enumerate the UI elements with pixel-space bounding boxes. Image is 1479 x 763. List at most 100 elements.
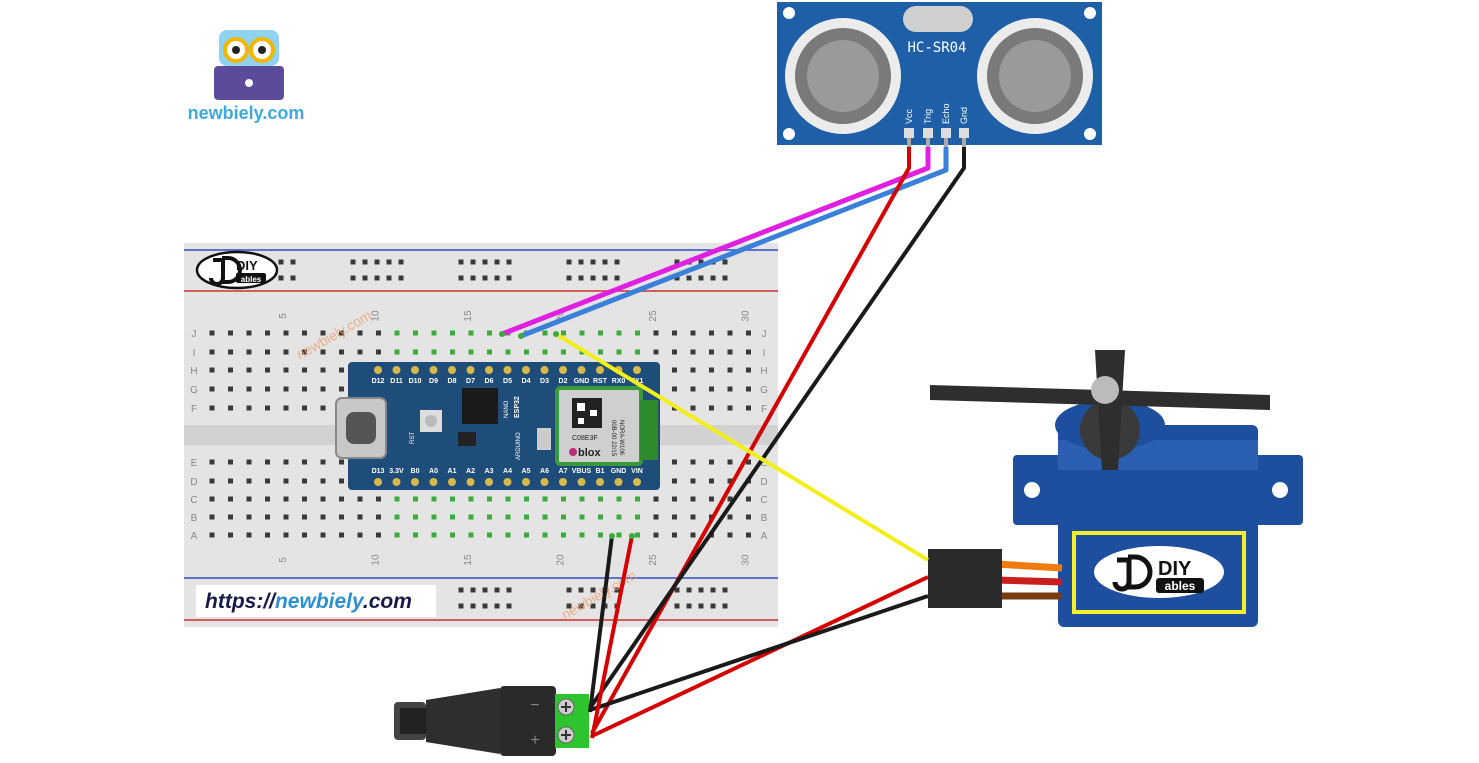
breadboard-hole xyxy=(246,514,252,520)
row-letter: I xyxy=(193,348,196,359)
row-letter: G xyxy=(760,385,768,396)
pin-pad-top xyxy=(633,366,641,374)
rail-hole xyxy=(578,259,584,265)
breadboard-hole xyxy=(690,496,696,502)
breadboard-hole xyxy=(339,349,344,355)
wire-signal xyxy=(554,332,930,562)
breadboard-hole xyxy=(524,532,529,538)
rail-hole xyxy=(506,587,512,593)
breadboard-hole xyxy=(635,514,640,520)
breadboard-hole xyxy=(357,514,363,520)
breadboard-hole xyxy=(635,330,640,336)
breadboard-hole xyxy=(487,349,492,355)
breadboard-hole xyxy=(524,349,529,355)
column-number: 30 xyxy=(741,554,752,566)
wire-vcc xyxy=(590,147,911,734)
breadboard-hole xyxy=(690,367,696,373)
breadboard-hole xyxy=(283,367,289,373)
breadboard-hole xyxy=(283,514,289,520)
breadboard-hole xyxy=(302,330,307,336)
rail-hole xyxy=(470,587,476,593)
breadboard-hole xyxy=(690,405,696,411)
breadboard-hole xyxy=(246,367,252,373)
breadboard-hole xyxy=(468,496,474,502)
module-code: C08E3F xyxy=(572,435,598,442)
breadboard-hole xyxy=(690,330,696,336)
breadboard-hole xyxy=(450,496,455,502)
rail-hole xyxy=(290,275,296,281)
breadboard-hole xyxy=(246,478,252,484)
pin-pad-bottom xyxy=(577,478,586,486)
breadboard-hole xyxy=(616,496,622,502)
pin-label-top: D5 xyxy=(503,378,512,385)
breadboard-hole xyxy=(635,496,640,502)
pin-pad-bottom xyxy=(374,478,382,486)
breadboard-hole xyxy=(283,405,289,411)
breadboard-hole xyxy=(339,478,344,484)
breadboard-hole xyxy=(746,405,751,411)
row-letter: C xyxy=(190,495,197,506)
rail-hole xyxy=(494,259,500,265)
pin-label-bottom: GND xyxy=(611,468,627,475)
breadboard-hole xyxy=(302,496,307,502)
sensor-pin-pad xyxy=(941,128,951,138)
rail-hole xyxy=(494,275,500,281)
rail-hole xyxy=(578,603,584,609)
breadboard-hole xyxy=(598,349,603,355)
rail-hole xyxy=(590,259,596,265)
url-label: https://newbiely.com xyxy=(196,585,436,617)
breadboard-hole xyxy=(727,478,733,484)
breadboard-hole xyxy=(450,330,455,336)
breadboard-hole xyxy=(228,532,233,538)
breadboard-hole xyxy=(505,496,511,502)
breadboard-hole xyxy=(727,405,733,411)
rail-hole xyxy=(602,275,608,281)
breadboard-hole xyxy=(727,330,733,336)
dc-power-jack: − + xyxy=(394,686,589,756)
breadboard-hole xyxy=(468,532,474,538)
breadboard-hole xyxy=(209,386,215,392)
row-letter: A xyxy=(191,531,198,542)
breadboard-hole xyxy=(727,459,733,465)
breadboard-hole xyxy=(283,496,289,502)
row-letter: H xyxy=(190,366,197,377)
rail-hole xyxy=(374,275,380,281)
breadboard-hole xyxy=(579,496,585,502)
pin-pad-bottom xyxy=(596,478,604,486)
breadboard-hole xyxy=(450,349,455,355)
breadboard-hole xyxy=(302,349,307,355)
wire-gnd xyxy=(588,147,966,710)
pin-label-top: RX0 xyxy=(612,378,626,385)
breadboard-hole xyxy=(431,532,437,538)
sensor-pin-label: Vcc xyxy=(904,108,914,124)
breadboard-hole xyxy=(653,514,659,520)
rail-hole xyxy=(686,275,692,281)
pin-label-top: D4 xyxy=(522,378,531,385)
pin-label-bottom: A3 xyxy=(485,468,494,475)
pin-label-top: D7 xyxy=(466,378,475,385)
breadboard-hole xyxy=(653,349,659,355)
breadboard-hole xyxy=(413,532,418,538)
pin-pad-bottom xyxy=(411,478,419,486)
rail-hole xyxy=(506,259,512,265)
breadboard-hole xyxy=(339,496,344,502)
pin-label-top: GND xyxy=(574,378,590,385)
rail-hole xyxy=(698,275,704,281)
breadboard-hole xyxy=(376,496,381,502)
jack-minus: − xyxy=(530,697,539,714)
row-letter: J xyxy=(192,329,197,340)
column-number: 10 xyxy=(371,554,382,566)
rail-hole xyxy=(350,259,356,265)
breadboard-hole xyxy=(746,349,751,355)
breadboard-hole xyxy=(339,459,344,465)
breadboard-hole xyxy=(320,496,326,502)
breadboard-hole xyxy=(690,386,696,392)
rail-hole xyxy=(350,275,356,281)
rail-hole xyxy=(578,587,584,593)
pin-label-bottom: D13 xyxy=(372,468,385,475)
rail-hole xyxy=(506,275,512,281)
breadboard-hole xyxy=(228,367,233,373)
breadboard-hole xyxy=(320,459,326,465)
breadboard-hole xyxy=(320,330,326,336)
row-letter: J xyxy=(762,329,767,340)
